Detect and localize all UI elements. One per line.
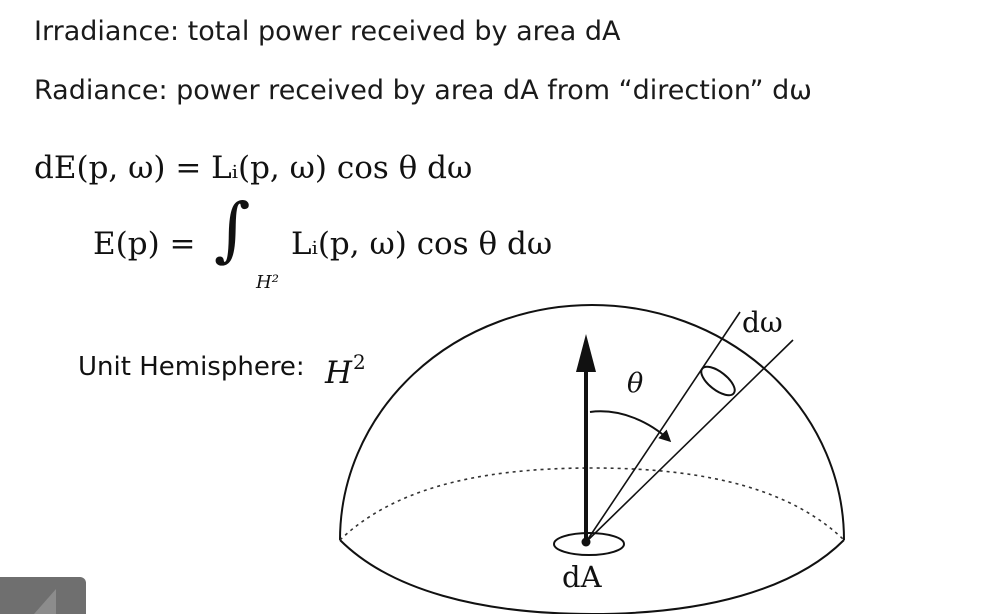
cone-lower-edge (585, 339, 794, 543)
area-patch-ellipse (553, 532, 625, 556)
integral-symbol: ∫ (214, 188, 251, 270)
integral-domain-label: H² (256, 272, 279, 293)
hemisphere-outline (339, 304, 845, 541)
solid-angle-label: dω (742, 306, 783, 339)
unit-hemisphere-label: Unit Hemisphere: (78, 352, 305, 382)
hemisphere-symbol-power: 2 (353, 350, 366, 374)
irradiance-integrand: Lᵢ(p, ω) cos θ dω (291, 226, 553, 262)
hemisphere-back-rim (339, 467, 845, 541)
normal-arrowhead (576, 334, 596, 372)
irradiance-definition: Irradiance: total power received by area… (34, 16, 621, 47)
hemisphere-symbol: H2 (325, 350, 366, 391)
theta-arc (589, 410, 672, 443)
solid-angle-ellipse (700, 365, 736, 397)
differential-irradiance-equation: dE(p, ω) = Lᵢ(p, ω) cos θ dω (34, 150, 473, 186)
theta-label: θ (627, 368, 644, 399)
area-center-point (581, 537, 591, 547)
radiance-definition: Radiance: power received by area dA from… (34, 75, 812, 106)
area-label: dA (562, 560, 602, 594)
hemisphere-symbol-letter: H (325, 355, 353, 391)
hemisphere-front-rim (339, 539, 845, 614)
cone-upper-edge (585, 311, 741, 543)
irradiance-equation-left: E(p) = (93, 226, 196, 262)
